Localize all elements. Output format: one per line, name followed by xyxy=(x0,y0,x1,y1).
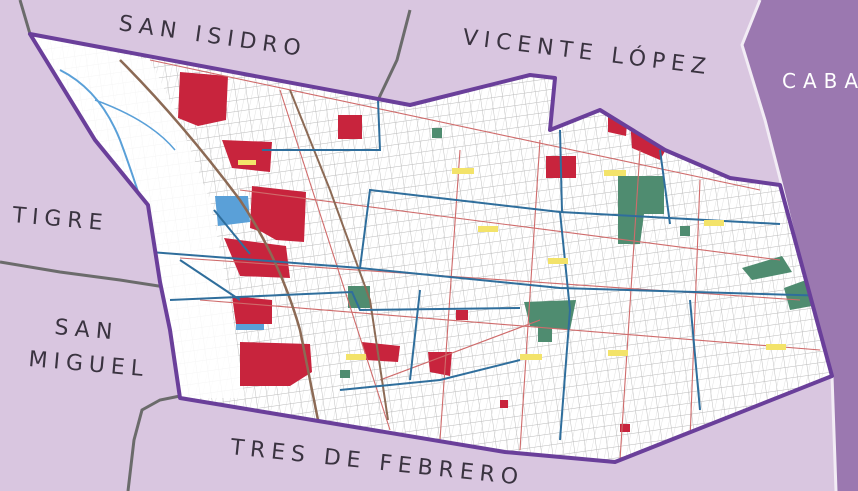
district-boundary xyxy=(28,32,834,464)
label-san-miguel-line1: SAN xyxy=(53,315,119,345)
creek xyxy=(94,99,176,151)
division-lines xyxy=(149,99,832,441)
zone-tags xyxy=(238,160,786,360)
riverside-area xyxy=(30,34,245,398)
caba-region xyxy=(742,0,858,491)
railway-branch xyxy=(289,89,389,421)
label-caba: CABA xyxy=(782,69,858,93)
boundary-san-isidro-tigre xyxy=(18,0,32,35)
lake xyxy=(215,196,250,226)
pond xyxy=(236,322,264,330)
boundary-san-miguel-tres-de-febrero xyxy=(126,394,181,491)
boundary-san-isidro-vicente-lopez xyxy=(376,9,412,101)
boundary-tigre-san-miguel xyxy=(0,260,166,289)
